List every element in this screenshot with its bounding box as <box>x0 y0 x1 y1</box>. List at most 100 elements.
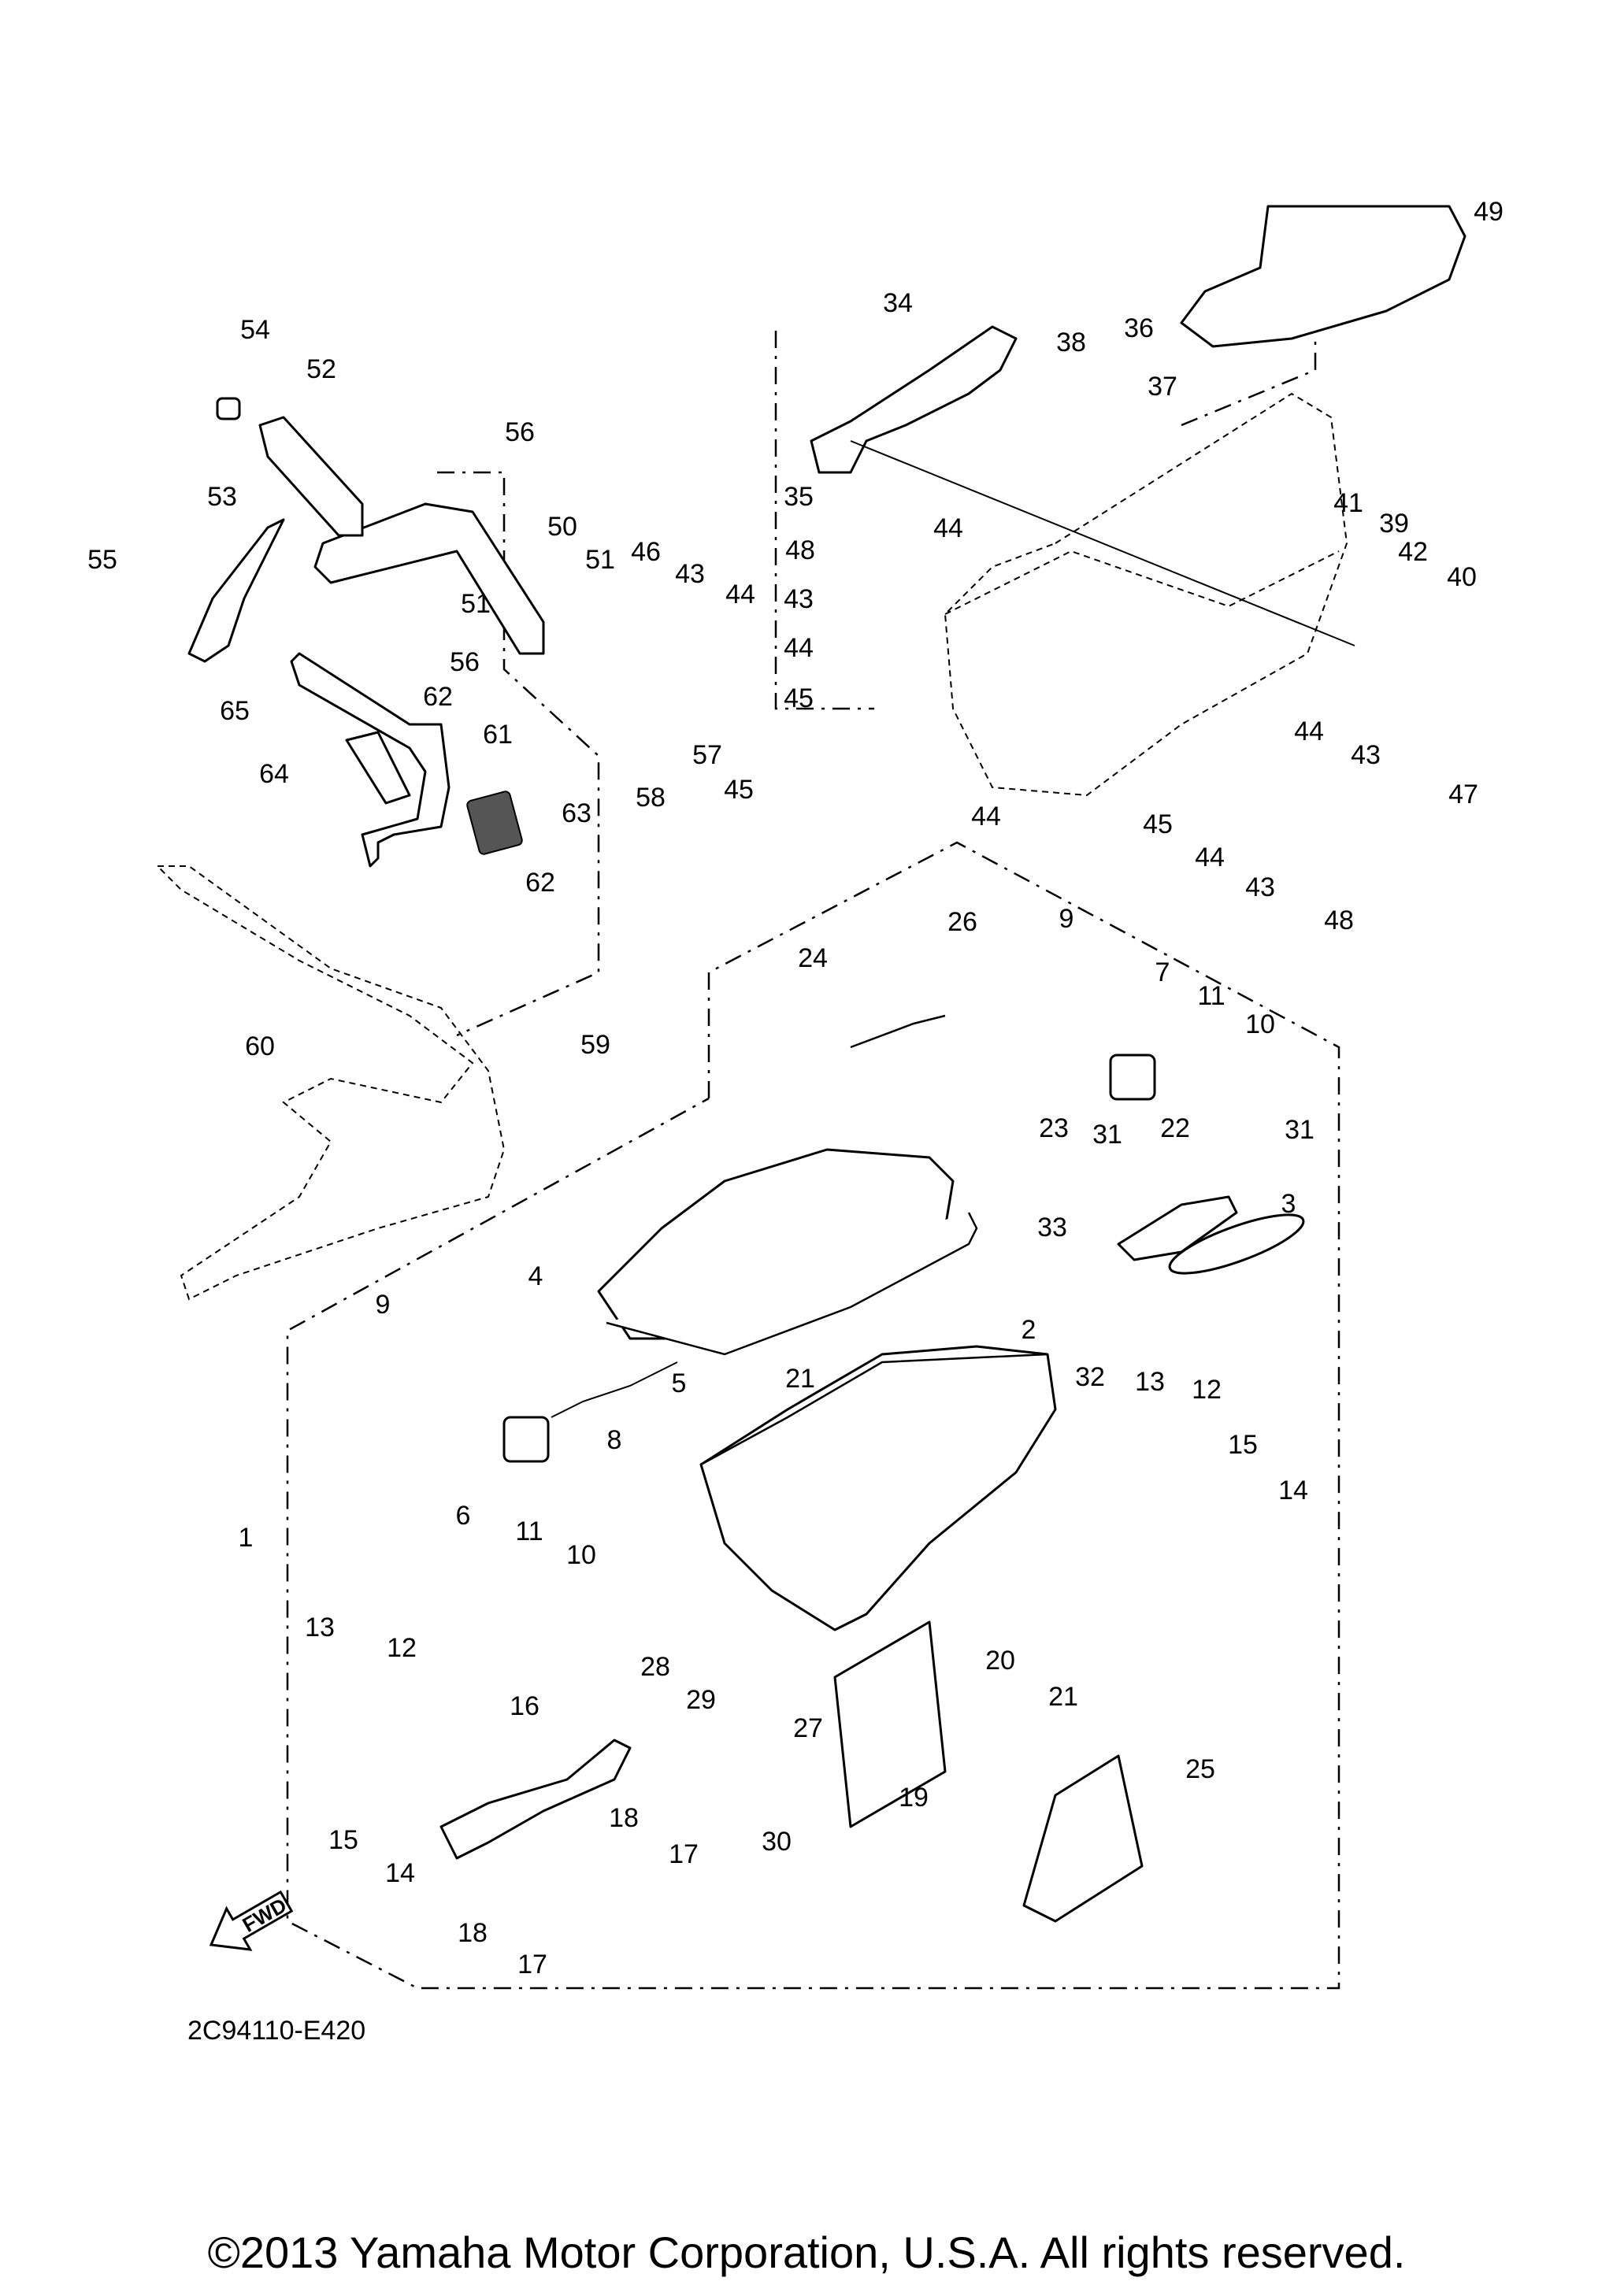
callout-c47: 47 <box>1448 780 1478 809</box>
callout-c49: 49 <box>1474 197 1504 227</box>
callout-c15b: 15 <box>328 1825 358 1855</box>
callout-c21a: 21 <box>785 1364 815 1394</box>
fwd-arrow-icon: FWD <box>209 1890 294 1951</box>
callout-c56b: 56 <box>450 647 480 677</box>
callout-c12a: 12 <box>1192 1375 1222 1405</box>
callout-c36: 36 <box>1124 313 1154 343</box>
stay-54-cap <box>216 397 241 420</box>
callout-c1: 1 <box>239 1523 254 1553</box>
callout-c30: 30 <box>762 1827 792 1857</box>
lid-boundary <box>1181 337 1317 427</box>
case-rim <box>700 1353 1048 1466</box>
callout-c9b: 9 <box>376 1290 391 1320</box>
plate-25 <box>1022 1754 1144 1923</box>
bracket-64 <box>345 731 411 805</box>
callout-c62a: 62 <box>423 682 453 712</box>
callout-c56a: 56 <box>505 417 535 447</box>
callout-c35: 35 <box>784 482 814 512</box>
bracket-16 <box>439 1739 632 1860</box>
callout-c23: 23 <box>1039 1113 1069 1143</box>
callout-c13b: 13 <box>305 1613 335 1642</box>
callout-c10a: 10 <box>1245 1009 1275 1039</box>
frame-boundary <box>437 471 600 1037</box>
main-frame-ghost <box>155 865 506 1301</box>
callout-c11b: 11 <box>515 1516 543 1546</box>
latch-cover <box>1117 1195 1238 1261</box>
cover-boundary <box>774 331 874 710</box>
callout-c46: 46 <box>631 537 661 567</box>
callout-c2: 2 <box>1022 1315 1036 1345</box>
rod-26 <box>850 1014 946 1049</box>
callout-c48a: 48 <box>785 535 815 565</box>
callout-labels: 1234567899101011111212131314141515161717… <box>87 197 1504 1979</box>
callout-c20: 20 <box>985 1646 1015 1676</box>
callout-c11a: 11 <box>1197 981 1225 1011</box>
callout-c18a: 18 <box>609 1803 639 1833</box>
stay-52 <box>258 416 364 537</box>
callout-c43b: 43 <box>784 584 814 614</box>
bracket-axis <box>850 440 1355 646</box>
callout-c38: 38 <box>1056 328 1086 357</box>
callout-c61: 61 <box>483 720 513 750</box>
callout-c44a: 44 <box>725 580 755 609</box>
callout-c12b: 12 <box>387 1633 417 1663</box>
seat-pad <box>1180 205 1467 348</box>
callout-c27: 27 <box>793 1713 823 1743</box>
plate-27 <box>833 1620 947 1828</box>
callout-c45b: 45 <box>784 683 814 713</box>
callout-c51a: 51 <box>585 545 615 575</box>
callout-c51b: 51 <box>461 589 491 619</box>
callout-c5: 5 <box>672 1368 687 1398</box>
diagram-code: 2C94110-E420 <box>187 2016 366 2046</box>
callout-c59: 59 <box>580 1030 610 1060</box>
callout-c44d: 44 <box>1294 717 1324 746</box>
callout-c54: 54 <box>240 315 270 345</box>
callout-c48b: 48 <box>1324 905 1354 935</box>
callout-c15a: 15 <box>1228 1430 1258 1460</box>
callout-c28: 28 <box>640 1652 670 1682</box>
callout-c52: 52 <box>306 354 336 384</box>
callout-c6: 6 <box>456 1501 471 1531</box>
callout-c37: 37 <box>1148 372 1177 402</box>
callout-c14b: 14 <box>385 1858 415 1888</box>
callout-c43a: 43 <box>675 559 705 589</box>
callout-c22: 22 <box>1160 1113 1190 1143</box>
callout-c40: 40 <box>1447 562 1477 592</box>
callout-c24: 24 <box>798 943 828 973</box>
callout-c10b: 10 <box>566 1540 596 1570</box>
latch-7 <box>1109 1054 1156 1101</box>
callout-c44f: 44 <box>1195 842 1225 872</box>
callout-c21b: 21 <box>1048 1682 1078 1712</box>
cover-shell-rim <box>944 550 1340 615</box>
callout-c60: 60 <box>245 1031 275 1061</box>
callout-c43c: 43 <box>1351 740 1381 770</box>
callout-c7: 7 <box>1155 957 1170 987</box>
callout-c63: 63 <box>562 798 591 828</box>
callout-c39: 39 <box>1379 509 1409 539</box>
callout-c25: 25 <box>1185 1754 1215 1784</box>
rear-bracket <box>810 325 1018 474</box>
callout-c31a: 31 <box>1092 1120 1122 1150</box>
callout-c26: 26 <box>947 907 977 937</box>
callout-c65: 65 <box>220 696 250 726</box>
callout-c16: 16 <box>510 1691 540 1721</box>
callout-c9a: 9 <box>1059 904 1074 934</box>
callout-c50: 50 <box>547 512 577 542</box>
callout-c31b: 31 <box>1285 1115 1315 1145</box>
callout-c29: 29 <box>686 1685 716 1715</box>
callout-c55: 55 <box>87 545 117 575</box>
callout-c3: 3 <box>1281 1189 1296 1219</box>
callout-c45a: 45 <box>724 775 754 805</box>
callout-c32: 32 <box>1075 1362 1105 1392</box>
callout-c44c: 44 <box>784 633 814 663</box>
reflector <box>466 791 523 855</box>
callout-c62b: 62 <box>525 868 555 898</box>
grab-bar <box>290 652 451 868</box>
callout-c43d: 43 <box>1245 872 1275 902</box>
callout-c17b: 17 <box>517 1950 547 1979</box>
rod-8 <box>551 1361 678 1418</box>
assembly-boundary-upper <box>286 841 1340 1990</box>
lid-seal <box>606 1212 978 1356</box>
callout-c45c: 45 <box>1143 809 1173 839</box>
